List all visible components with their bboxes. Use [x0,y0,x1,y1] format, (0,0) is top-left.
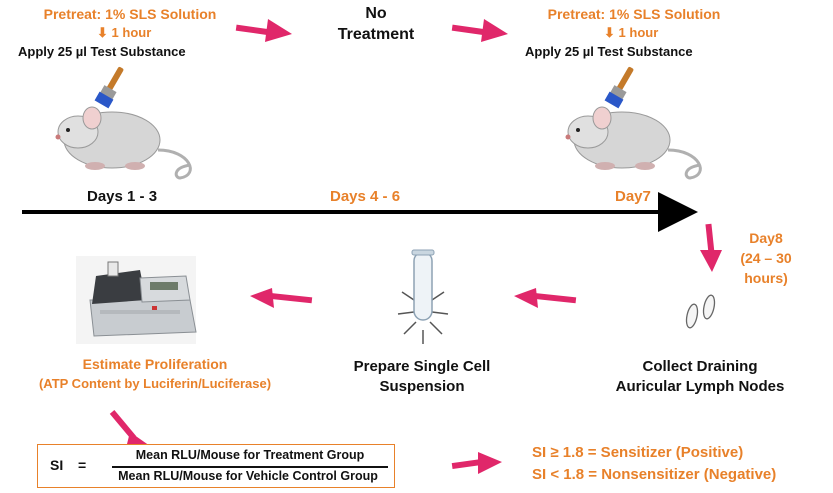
step3-apply: Apply 25 µl Test Substance [525,44,693,59]
arrow-icon [451,452,502,474]
lymph-node-icon [685,294,716,329]
step2-line2: Treatment [337,26,415,43]
arrow-icon [514,288,577,308]
step2-days: Days 4 - 6 [330,188,401,205]
formula-denominator: Mean RLU/Mouse for Vehicle Control Group [118,469,378,483]
arrow-icon [109,410,150,448]
day8-line2: (24 – 30 [740,250,792,266]
collect-line1: Collect Draining [642,358,758,375]
si-formula-box: SI = Mean RLU/Mouse for Treatment Group … [37,444,395,488]
formula-lhs: SI [50,457,64,473]
step1-days: Days 1 - 3 [87,188,158,205]
step1-interval: ⬇ 1 hour [97,25,151,41]
result-negative: SI < 1.8 = Nonsensitizer (Negative) [532,466,777,483]
step1-apply: Apply 25 µl Test Substance [18,44,186,59]
arrow-icon [235,19,292,42]
estimate-line1: Estimate Proliferation [82,356,228,372]
step1-pretreat: Pretreat: 1% SLS Solution [43,6,217,22]
step3-interval-label: 1 hour [618,25,659,40]
luminometer-icon [76,256,197,344]
estimate-line2: (ATP Content by Luciferin/Luciferase) [38,376,272,391]
arrow-icon [451,19,508,42]
down-arrow-icon: ⬇ [97,25,108,40]
formula-equals: = [78,457,87,473]
step3-interval: ⬇ 1 hour [604,25,658,41]
fraction-bar [112,466,388,468]
prepare-line2: Suspension [379,378,465,395]
test-tube-icon [397,249,449,344]
step2-line1: No [365,5,387,22]
formula-numerator: Mean RLU/Mouse for Treatment Group [135,448,365,462]
step3-days: Day7 [615,188,651,205]
arrow-icon [700,223,722,272]
brush-icon [94,66,124,109]
result-positive: SI ≥ 1.8 = Sensitizer (Positive) [532,444,744,461]
day8-line1: Day8 [749,230,783,246]
step1-interval-label: 1 hour [111,25,152,40]
mouse-icon [565,106,702,180]
mouse-icon [55,106,192,180]
prepare-line1: Prepare Single Cell [353,358,491,375]
collect-line2: Auricular Lymph Nodes [615,378,785,395]
arrow-icon [250,288,313,308]
down-arrow-icon: ⬇ [604,25,615,40]
step3-pretreat: Pretreat: 1% SLS Solution [547,6,721,22]
brush-icon [604,66,634,109]
day8-line3: hours) [744,270,788,286]
